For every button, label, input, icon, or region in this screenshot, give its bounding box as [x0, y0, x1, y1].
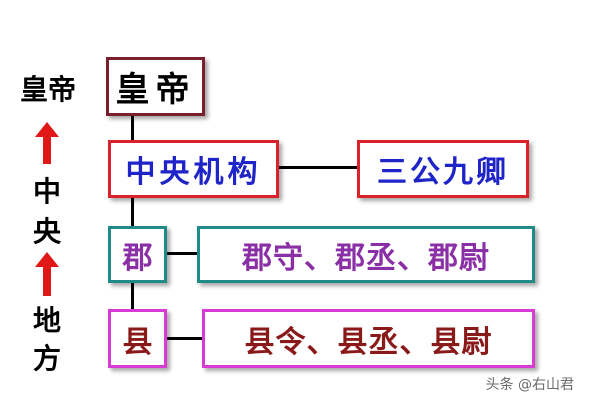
commandery-label: 郡 [122, 240, 153, 276]
ministers-label: 三公九卿 [377, 155, 509, 190]
county-officials-box: 县令、县丞、县尉 [202, 309, 535, 368]
watermark: 头条 @右山君 [485, 377, 574, 393]
connector-central-ministers [279, 166, 357, 169]
side-label-central: 中 央 [24, 172, 70, 252]
connector-commandery-officials [167, 252, 197, 255]
county-box: 县 [108, 309, 167, 368]
central-agency-label: 中央机构 [125, 155, 262, 190]
side-label-central-char-1: 中 [32, 175, 61, 208]
connector-county-officials [167, 337, 202, 340]
ministers-box: 三公九卿 [357, 140, 529, 198]
emperor-box: 皇帝 [106, 57, 205, 116]
side-label-central-char-2: 央 [32, 215, 61, 248]
commandery-box: 郡 [108, 226, 167, 283]
up-arrow-icon [35, 122, 59, 164]
side-label-local-char-2: 方 [32, 342, 61, 375]
connector-emperor-central [131, 116, 134, 140]
side-label-local: 地 方 [24, 302, 70, 378]
central-agency-box: 中央机构 [108, 140, 279, 198]
side-label-emperor: 皇帝 [19, 73, 76, 106]
commandery-officials-label: 郡守、郡丞、郡尉 [242, 240, 490, 276]
side-label-local-char-1: 地 [32, 304, 61, 337]
connector-central-commandery [131, 198, 134, 226]
up-arrow-icon [35, 252, 59, 296]
emperor-label: 皇帝 [115, 70, 196, 110]
county-label: 县 [122, 324, 153, 360]
county-officials-label: 县令、县丞、县尉 [244, 324, 493, 360]
connector-commandery-county [131, 283, 134, 309]
commandery-officials-box: 郡守、郡丞、郡尉 [197, 226, 535, 283]
